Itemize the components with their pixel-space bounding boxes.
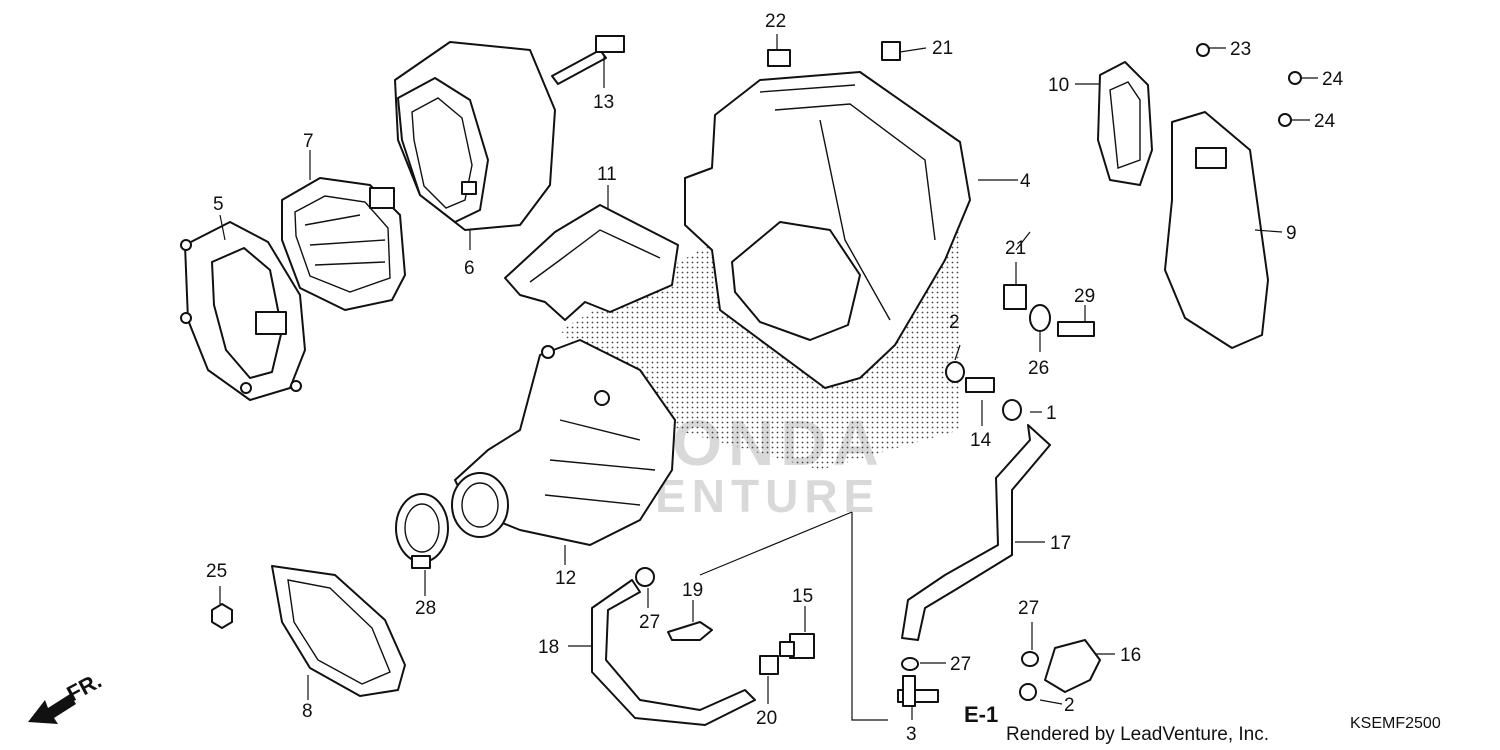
- label-part-20: 20: [756, 708, 777, 729]
- reference-label: E-1: [964, 702, 998, 727]
- part-15-fitting: [779, 633, 815, 659]
- label-part-11: 11: [597, 164, 617, 185]
- label-part-27c: 27: [950, 654, 971, 675]
- part-25-nut: [211, 603, 233, 629]
- label-part-23: 23: [1230, 39, 1251, 60]
- part-7-filter-holder: [281, 177, 406, 311]
- callout-labels: 1 2 2 3 4 5 6 7 8 9 10 11 12 13 14 15 16…: [206, 11, 1344, 745]
- label-part-4: 4: [1020, 171, 1031, 192]
- front-arrow-icon: [28, 694, 76, 724]
- label-part-28: 28: [415, 598, 436, 619]
- label-part-22: 22: [765, 11, 786, 32]
- part-6-filter-element: [394, 41, 556, 231]
- label-part-3: 3: [906, 724, 917, 745]
- label-part-21a: 21: [932, 38, 953, 59]
- part-4-airbox: [684, 71, 971, 389]
- part-17-hose: [901, 424, 1051, 641]
- part-18-hose: [591, 579, 756, 726]
- label-part-17: 17: [1050, 533, 1071, 554]
- label-part-2b: 2: [1064, 695, 1075, 716]
- label-part-21b: 21: [1005, 238, 1026, 259]
- label-part-16: 16: [1120, 645, 1141, 666]
- part-28-band: [395, 493, 449, 569]
- label-part-27a: 27: [639, 612, 660, 633]
- part-8-gasket: [271, 565, 406, 697]
- part-13-screw: [551, 35, 625, 85]
- part-10-bracket: [1097, 61, 1153, 186]
- label-part-24a: 24: [1322, 69, 1344, 90]
- label-part-26: 26: [1028, 358, 1049, 379]
- part-3-joint: [897, 675, 939, 707]
- label-part-9: 9: [1286, 223, 1297, 244]
- label-part-6: 6: [464, 258, 475, 279]
- label-part-14: 14: [970, 430, 992, 451]
- label-part-1: 1: [1046, 403, 1057, 424]
- label-part-19: 19: [682, 580, 703, 601]
- part-5-plate: [180, 221, 306, 401]
- label-part-7: 7: [303, 131, 314, 152]
- label-part-25: 25: [206, 561, 227, 582]
- part-14-fitting: [965, 377, 995, 393]
- part-12-housing: [451, 339, 676, 546]
- part-11-tray: [504, 204, 679, 321]
- label-part-18: 18: [538, 637, 559, 658]
- label-part-12: 12: [555, 568, 576, 589]
- label-part-24b: 24: [1314, 111, 1336, 132]
- credit-text: Rendered by LeadVenture, Inc.: [1006, 724, 1269, 745]
- label-part-29: 29: [1074, 286, 1095, 307]
- part-20-fitting: [759, 655, 779, 675]
- front-direction-indicator: FR.: [28, 668, 106, 724]
- label-part-8: 8: [302, 701, 313, 722]
- part-9-cover: [1164, 111, 1269, 349]
- label-part-10: 10: [1048, 75, 1069, 96]
- part-19-clip: [667, 621, 713, 641]
- label-part-27b: 27: [1018, 598, 1039, 619]
- part-16-elbow: [1044, 639, 1101, 693]
- small-hardware: [635, 41, 1302, 701]
- diagram-code: KSEMF2500: [1350, 715, 1441, 732]
- label-part-2a: 2: [949, 312, 960, 333]
- leader-lines: [219, 34, 1318, 721]
- label-part-5: 5: [213, 194, 224, 215]
- footer: E-1 Rendered by LeadVenture, Inc. KSEMF2…: [964, 702, 1441, 745]
- label-part-13: 13: [593, 92, 614, 113]
- label-part-15: 15: [792, 586, 813, 607]
